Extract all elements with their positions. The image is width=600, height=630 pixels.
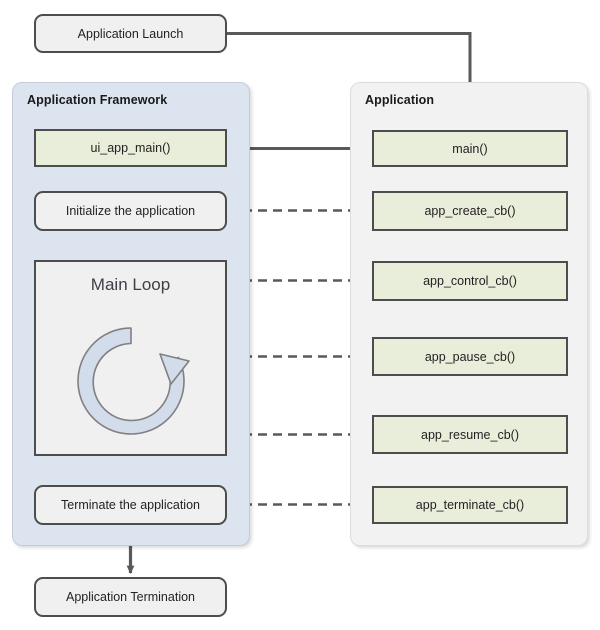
node-application-termination[interactable]: Application Termination <box>34 577 227 617</box>
node-terminate-the-application-label: Terminate the application <box>61 498 200 512</box>
panel-application-framework-title: Application Framework <box>27 93 168 107</box>
node-app-resume-cb[interactable]: app_resume_cb() <box>372 415 568 454</box>
circular-arrow-icon <box>76 327 190 435</box>
node-main-label: main() <box>452 141 488 156</box>
node-app-create-cb-label: app_create_cb() <box>424 204 516 218</box>
node-application-launch[interactable]: Application Launch <box>34 14 227 53</box>
node-app-control-cb[interactable]: app_control_cb() <box>372 261 568 301</box>
node-app-create-cb[interactable]: app_create_cb() <box>372 191 568 231</box>
panel-application-title: Application <box>365 93 435 107</box>
node-app-terminate-cb[interactable]: app_terminate_cb() <box>372 486 568 524</box>
node-main-loop-label: Main Loop <box>90 275 171 294</box>
node-ui-app-main-label: ui_app_main() <box>90 141 171 155</box>
node-app-pause-cb-label: app_pause_cb() <box>424 349 516 364</box>
node-app-resume-cb-label: app_resume_cb() <box>421 427 519 442</box>
node-terminate-the-application[interactable]: Terminate the application <box>34 485 227 525</box>
node-initialize-the-application[interactable]: Initialize the application <box>34 191 227 231</box>
node-app-pause-cb[interactable]: app_pause_cb() <box>372 337 568 376</box>
node-application-launch-label: Application Launch <box>77 26 184 41</box>
node-application-termination-label: Application Termination <box>65 590 195 604</box>
node-main-loop[interactable]: Main Loop <box>34 260 227 456</box>
node-initialize-the-application-label: Initialize the application <box>65 204 196 218</box>
node-main[interactable]: main() <box>372 130 568 167</box>
node-app-control-cb-label: app_control_cb() <box>423 274 517 288</box>
node-ui-app-main[interactable]: ui_app_main() <box>34 129 227 167</box>
node-app-terminate-cb-label: app_terminate_cb() <box>415 498 525 512</box>
